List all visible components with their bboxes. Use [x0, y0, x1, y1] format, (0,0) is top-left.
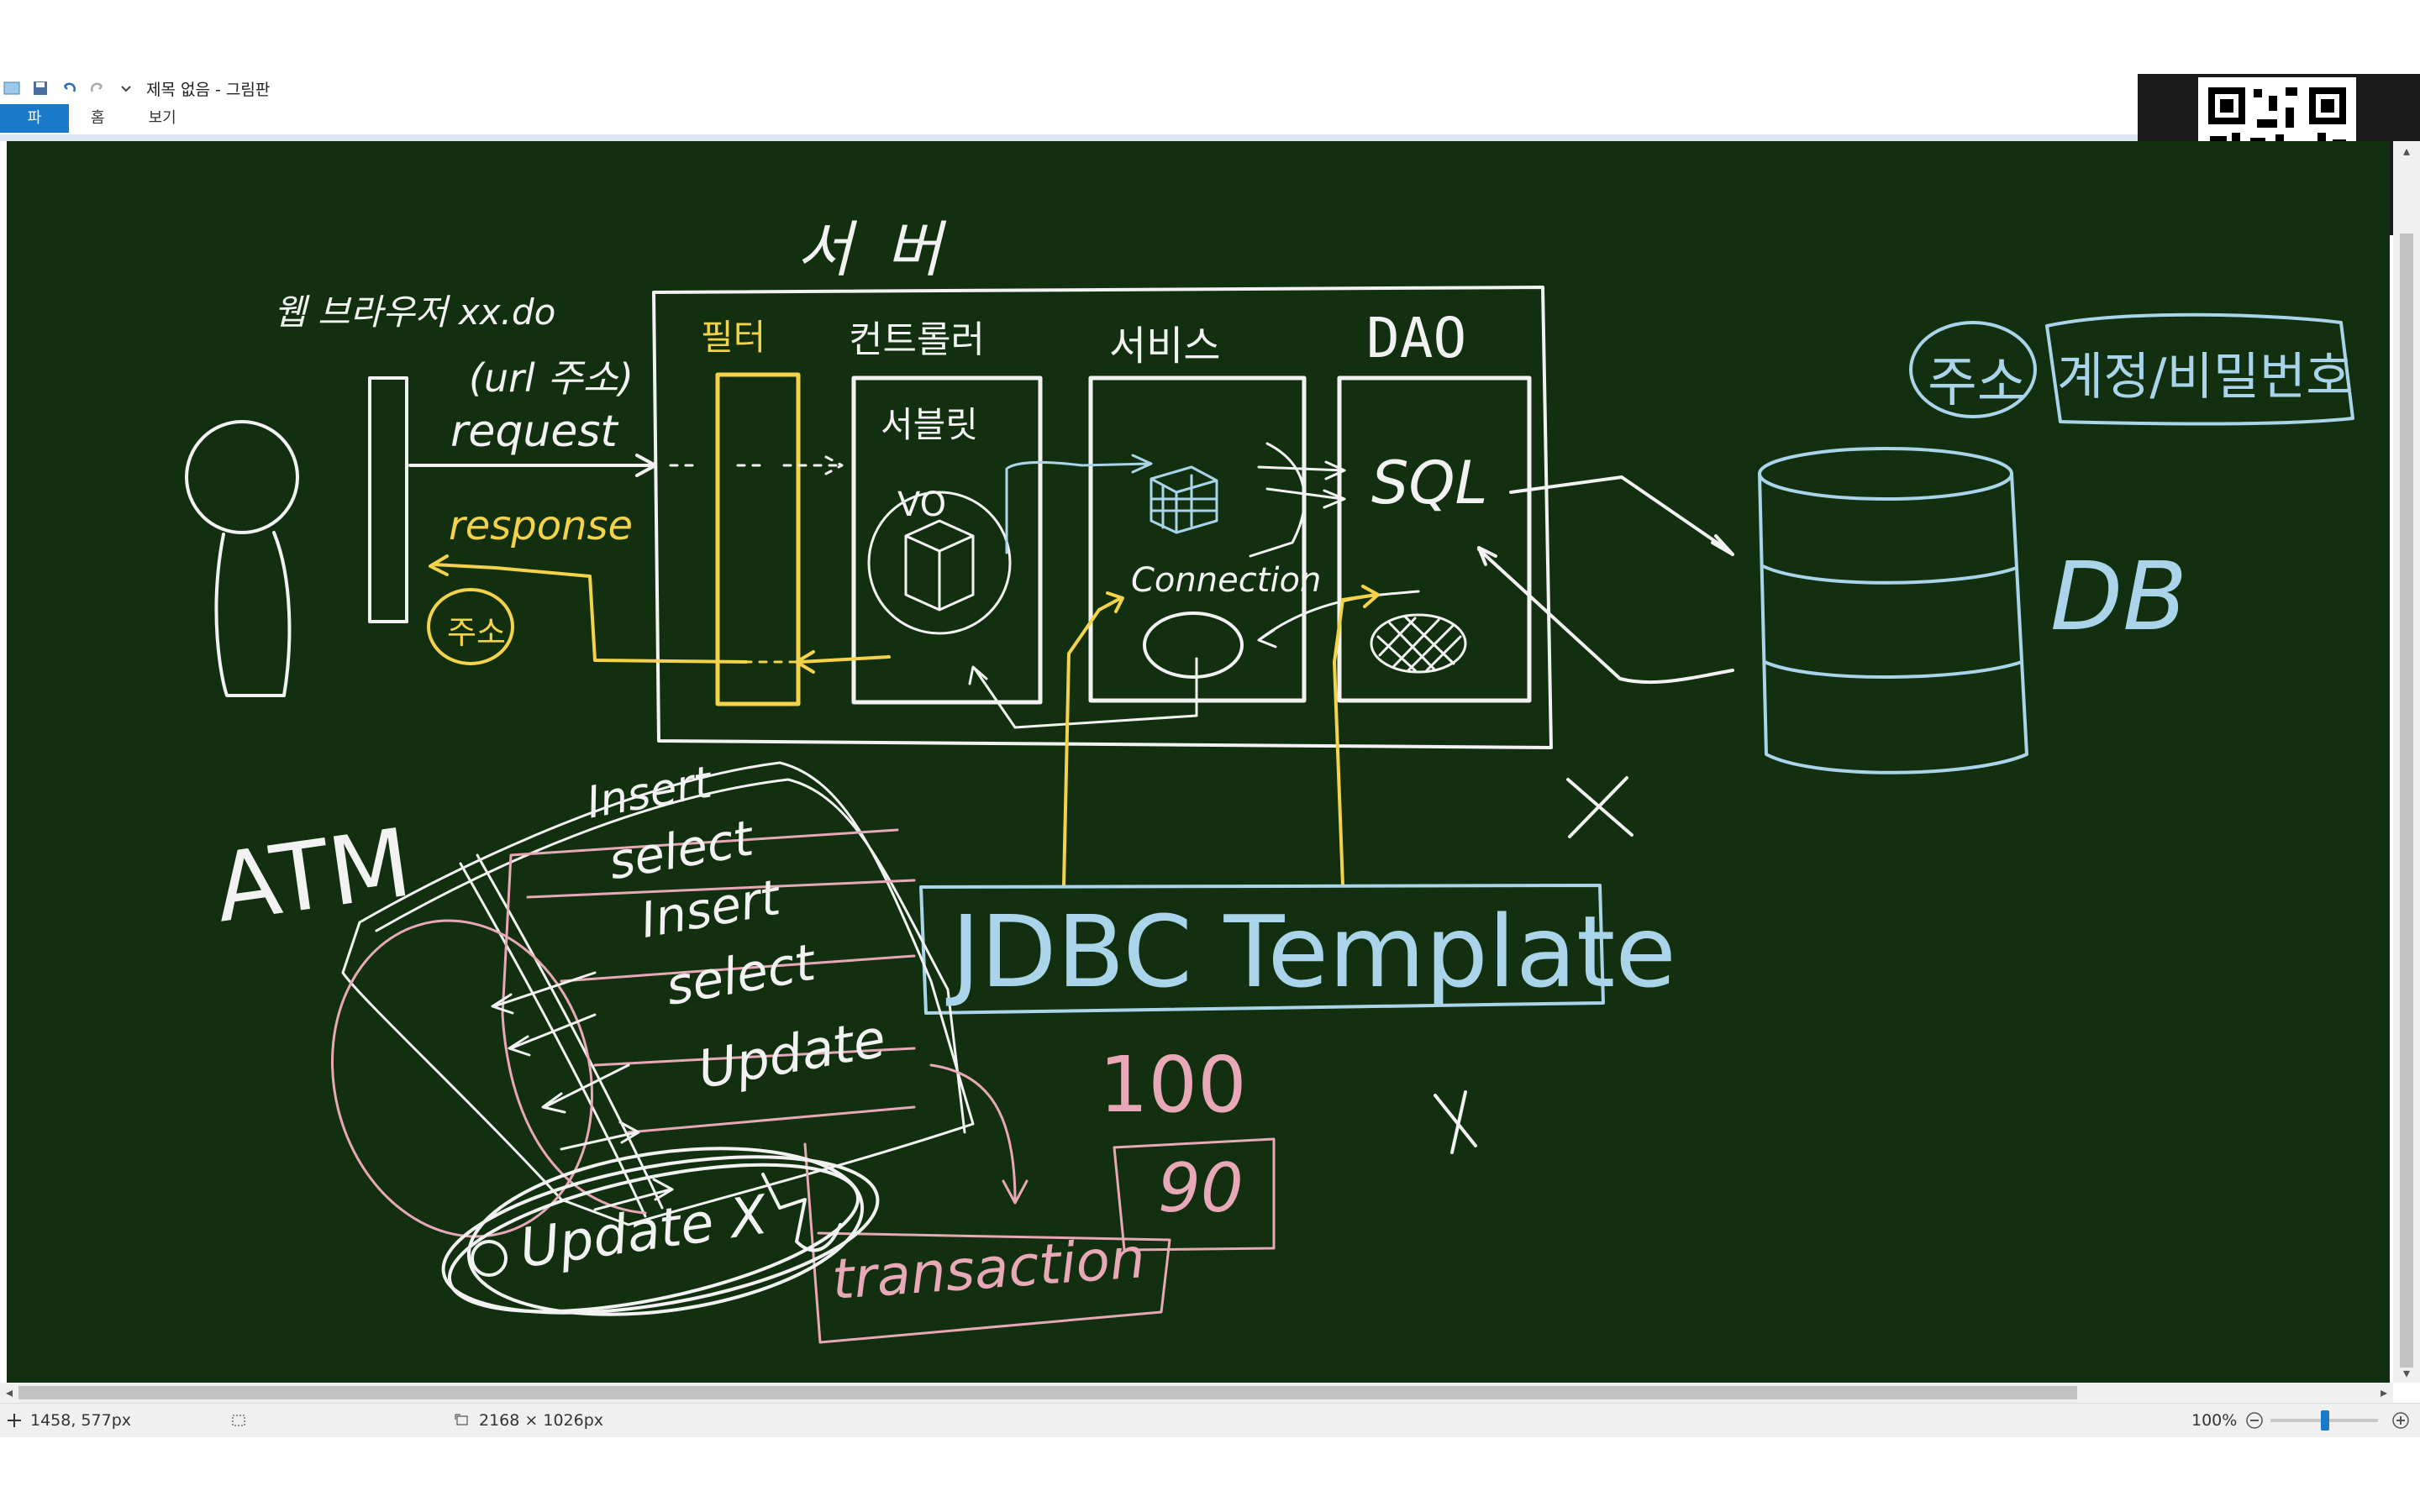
server-box	[652, 286, 1553, 749]
dao-label: DAO	[1366, 306, 1467, 370]
jdbc-template-box	[919, 884, 1605, 1015]
db-account-box	[2045, 312, 2354, 426]
resultset-oval	[1370, 613, 1467, 674]
zoom-level-value: 100%	[2191, 1411, 2238, 1430]
amount-before-label: 100	[1099, 1040, 1247, 1130]
horizontal-scrollbar[interactable]: ◂ ▸	[0, 1383, 2393, 1403]
tab-file[interactable]: 파일	[0, 104, 69, 155]
customize-toolbar-dropdown-icon[interactable]	[118, 80, 134, 97]
scroll-right-icon[interactable]: ▸	[2380, 1384, 2388, 1400]
filter-label: 필터	[701, 317, 766, 358]
browser-label: 웹 브라우저 xx.do	[274, 291, 556, 333]
cursor-position: 1458, 577px	[7, 1404, 131, 1437]
tab-view[interactable]: 보기	[148, 109, 176, 127]
servlet-label: 서블릿	[881, 404, 978, 445]
window-title: 제목 없음 - 그림판	[146, 80, 271, 99]
jdbc-link-connection	[1062, 591, 1124, 887]
atm-pink-overlay	[331, 828, 1276, 1344]
jdbc-template-label: JDBC Template	[951, 894, 1676, 1010]
user-figure	[185, 420, 299, 697]
controller-box	[851, 375, 1043, 705]
ribbon-tabs: 파일 홈 보기	[0, 104, 198, 155]
db-account-label: 계정/비밀번호	[2057, 348, 2353, 407]
title-bar: 제목 없음 - 그림판	[0, 76, 2151, 101]
x-mark	[1566, 776, 1634, 838]
browser-window	[368, 376, 408, 623]
scroll-up-icon[interactable]: ▴	[2402, 143, 2411, 159]
scroll-left-icon[interactable]: ◂	[5, 1384, 13, 1400]
sql-label: SQL	[1371, 449, 1488, 517]
selection-size	[230, 1404, 247, 1437]
zoom-in-icon[interactable]	[2391, 1411, 2410, 1430]
quick-access-toolbar	[0, 80, 134, 97]
image-size-icon	[455, 1414, 468, 1425]
connection-oval	[1143, 612, 1244, 679]
undo-icon[interactable]	[60, 80, 77, 97]
vertical-scroll-thumb[interactable]	[2400, 234, 2413, 1368]
zoom-level: 100%	[2191, 1404, 2264, 1437]
horizontal-scroll-thumb[interactable]	[18, 1386, 2077, 1399]
service-box	[1088, 375, 1307, 703]
image-size: 2168 × 1026px	[454, 1404, 603, 1437]
zoom-slider-thumb[interactable]	[2321, 1410, 2329, 1431]
jdbc-link-dao	[1333, 585, 1380, 887]
response-address-circle	[427, 588, 514, 665]
filter-box	[715, 372, 801, 706]
connection-label: Connection	[1131, 561, 1322, 600]
status-bar: 1458, 577px 2168 × 1026px 100%	[0, 1403, 2420, 1437]
update-x-scribble	[441, 1147, 880, 1316]
service-label: 서비스	[1109, 323, 1221, 370]
request-label: request	[450, 407, 618, 457]
zoom-out-icon[interactable]	[2245, 1411, 2264, 1430]
cursor-position-value: 1458, 577px	[30, 1411, 132, 1430]
server-label: 서버	[797, 214, 976, 285]
drawing-canvas[interactable]: 서버 웹 브라우저 xx.do (url 주소) request respons…	[7, 141, 2390, 1383]
service-cube	[1150, 465, 1218, 534]
selection-size-icon	[232, 1415, 245, 1426]
tab-home[interactable]: 홈	[91, 109, 105, 127]
db-address-oval	[1909, 321, 2037, 418]
controller-to-service-arrow	[1005, 454, 1153, 554]
amount-after-label: 90	[1158, 1149, 1244, 1227]
db-label: DB	[2050, 543, 2188, 652]
scroll-down-icon[interactable]: ▾	[2402, 1365, 2411, 1381]
vertical-scrollbar[interactable]: ▴ ▾	[2393, 141, 2420, 1383]
url-label: (url 주소)	[469, 355, 634, 401]
x-mark	[1434, 1090, 1477, 1154]
sql-to-db-arrow	[1509, 475, 1734, 556]
controller-label: 컨트롤러	[849, 318, 985, 361]
save-icon[interactable]	[32, 80, 49, 97]
ribbon-divider	[0, 134, 2420, 141]
database-cylinder	[1758, 447, 2028, 774]
dao-box	[1337, 375, 1532, 703]
redo-icon[interactable]	[89, 80, 106, 97]
vo-label: VO	[897, 486, 947, 524]
response-label: response	[449, 502, 634, 549]
response-address-label: 주소	[447, 614, 506, 651]
image-size-value: 2168 × 1026px	[479, 1411, 604, 1430]
request-arrow	[408, 454, 657, 477]
paint-app-icon	[3, 81, 20, 95]
zoom-in[interactable]	[2391, 1404, 2410, 1437]
cursor-position-icon	[8, 1414, 21, 1427]
db-address-label: 주소	[1928, 352, 2027, 414]
vo-object	[867, 491, 1012, 635]
